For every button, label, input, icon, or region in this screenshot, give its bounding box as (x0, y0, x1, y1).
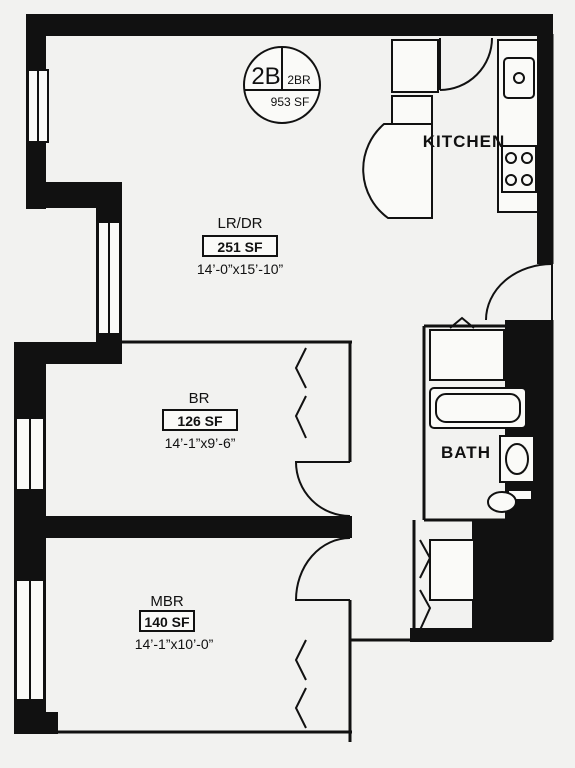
br-closet-door-2 (294, 395, 307, 439)
refrigerator (391, 39, 439, 93)
interior-walls (40, 34, 554, 742)
bottom-wall-left (14, 712, 58, 734)
br-name: BR (189, 390, 210, 407)
top-wall (26, 14, 551, 36)
hall-closet-door-1 (419, 539, 432, 579)
bathtub-basin (435, 393, 521, 423)
lrdr-dims: 14’-0”x15’-10” (197, 261, 284, 277)
mbr-closet-door-1 (294, 639, 307, 681)
bath-name: BATH (441, 443, 491, 462)
br-top-wall-left (14, 342, 122, 364)
br-mbr-wall (40, 516, 352, 538)
kitchen-cabinet (391, 95, 433, 125)
burner-icon (505, 174, 517, 186)
windows (15, 69, 121, 701)
mbr-area-box (139, 610, 195, 632)
linen-closet (429, 329, 505, 381)
range (501, 145, 537, 193)
closet-doors (294, 316, 475, 729)
hall-closet-shelf (429, 539, 475, 601)
burner-icon (521, 174, 533, 186)
burner-icon (505, 152, 517, 164)
kitchen-sink (503, 57, 535, 99)
entry-door-arc (485, 263, 553, 321)
unit-badge: 2B 2BR 953 SF (243, 46, 321, 124)
br-door-arc (294, 461, 351, 517)
unit-type: 2BR (287, 73, 311, 87)
lrdr-area: 251 SF (217, 239, 263, 255)
br-closet-door-1 (294, 347, 307, 389)
unit-code: 2B (251, 63, 280, 90)
mbr-area: 140 SF (144, 614, 190, 630)
lrdr-name: LR/DR (217, 215, 262, 232)
doors (294, 37, 553, 601)
toilet-bowl (487, 491, 517, 513)
br-area: 126 SF (177, 413, 223, 429)
br-dims: 14’-1”x9’-6” (165, 435, 236, 451)
linen-closet-door (449, 316, 475, 329)
sink-drain-icon (513, 72, 525, 84)
kitchen-name: KITCHEN (423, 132, 506, 151)
hall-closet-door-2 (419, 589, 432, 631)
bath-sink-icon (505, 443, 529, 475)
mbr-name: MBR (150, 593, 184, 610)
bath-fixtures (429, 329, 535, 513)
kitchen-door-arc (439, 37, 493, 91)
unit-total-area: 953 SF (271, 95, 310, 109)
kitchen-fixtures (362, 39, 539, 219)
mbr-closet-door-2 (294, 687, 307, 729)
mbr-door-arc (294, 537, 351, 601)
right-wall-kitchen (537, 14, 553, 264)
lrdr-area-box (202, 235, 278, 257)
br-area-box (162, 409, 238, 431)
room-labels: LR/DR 251 SF 14’-0”x15’-10” BR 126 SF 14… (135, 132, 506, 652)
mbr-dims: 14’-1”x10’-0” (135, 636, 214, 652)
closet-dark-block (472, 520, 512, 630)
burner-icon (521, 152, 533, 164)
kitchen-peninsula (362, 123, 433, 219)
